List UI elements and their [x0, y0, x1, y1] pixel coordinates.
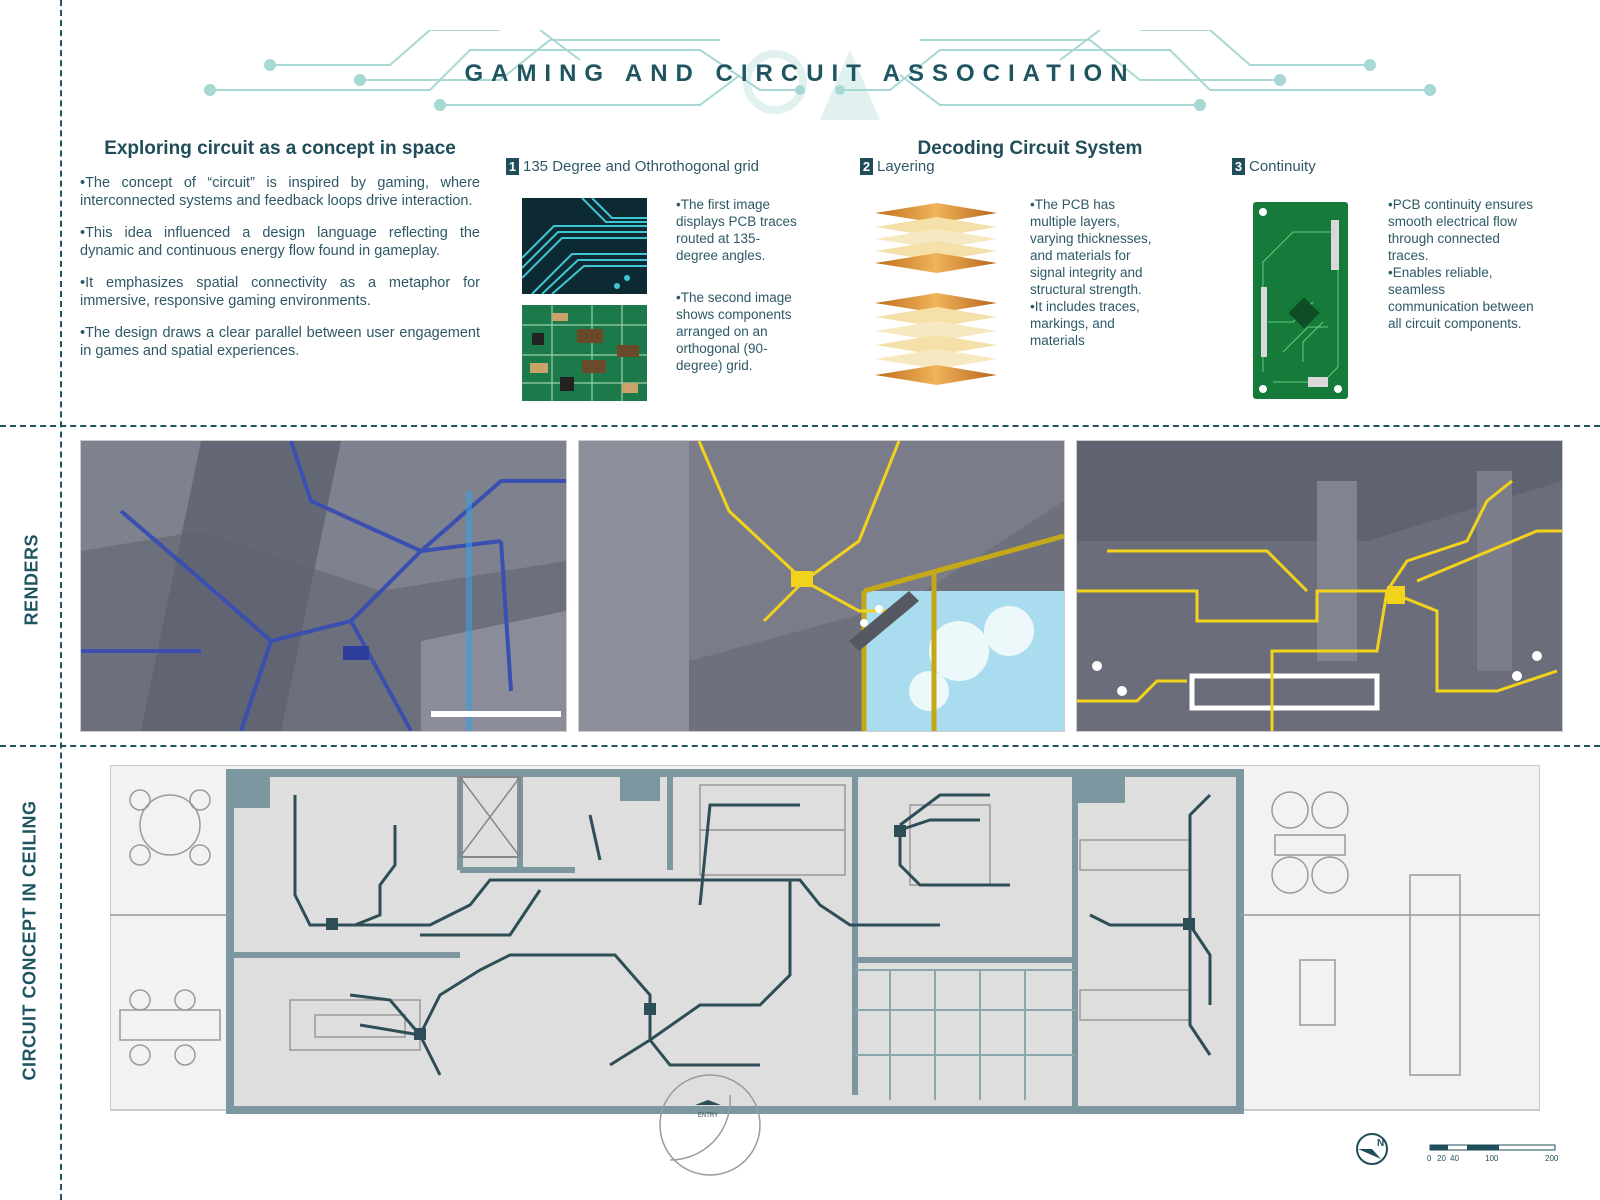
section-1-note-2: •The second image shows components arran…: [676, 290, 792, 373]
render-blue-circuit: [80, 440, 567, 732]
frame-vertical-divider: [60, 0, 62, 1200]
section-3-number: 3: [1232, 158, 1245, 175]
section-1-title: 135 Degree and Othrothogonal grid: [523, 158, 760, 175]
ceiling-floor-plan: ENTRY: [110, 765, 1540, 1176]
concept-bullet-1: •The concept of “circuit” is inspired by…: [80, 175, 480, 209]
decoding-heading: Decoding Circuit System: [917, 138, 1143, 159]
concept-column: Exploring circuit as a concept in space …: [80, 138, 480, 374]
entry-label: ENTRY: [698, 1113, 718, 1119]
concept-bullet-4: •The design draws a clear parallel betwe…: [80, 325, 480, 359]
pcb-components-90-image: [522, 305, 647, 401]
concept-bullet-2: •This idea influenced a design language …: [80, 225, 480, 259]
section-3-note-2: •Enables reliable, seamless communicatio…: [1388, 265, 1534, 331]
section-2-title: Layering: [877, 158, 935, 175]
section-3-title: Continuity: [1249, 158, 1316, 175]
section-2-note-1: •The PCB has multiple layers, varying th…: [1030, 197, 1152, 297]
section-1-number: 1: [506, 158, 519, 175]
scale-label-100: 100: [1485, 1154, 1499, 1163]
render-yellow-circuit-window: [578, 440, 1065, 732]
ceiling-label: CIRCUIT CONCEPT IN CEILING: [19, 800, 40, 1081]
concept-bullet-3: •It emphasizes spatial connectivity as a…: [80, 275, 480, 309]
section-1-notes: •The first image displays PCB traces rou…: [676, 196, 801, 382]
frame-divider-top: [0, 425, 1600, 427]
section-2-number: 2: [860, 158, 873, 175]
scale-label-20: 20: [1437, 1154, 1446, 1163]
north-label: N: [1377, 1138, 1384, 1149]
page-title: GAMING AND CIRCUIT ASSOCIATION: [464, 60, 1136, 87]
section-2-notes: •The PCB has multiple layers, varying th…: [1030, 196, 1155, 349]
scale-label-200: 200: [1545, 1154, 1559, 1163]
pcb-layers-image: [875, 203, 997, 385]
renders-label: RENDERS: [21, 533, 42, 626]
concept-heading: Exploring circuit as a concept in space: [104, 138, 456, 159]
scale-bar: 0 20 40 100 200: [1427, 1144, 1559, 1163]
section-2-note-2: •It includes traces, markings, and mater…: [1030, 299, 1140, 348]
scale-label-0: 0: [1427, 1154, 1432, 1163]
pcb-traces-135-image: [522, 198, 647, 294]
header-circuit-ornament: [204, 30, 1436, 120]
section-3-note-1: •PCB continuity ensures smooth electrica…: [1388, 197, 1534, 263]
north-arrow-icon: N: [1356, 1133, 1388, 1165]
section-1-note-1: •The first image displays PCB traces rou…: [676, 197, 797, 263]
section-3-notes: •PCB continuity ensures smooth electrica…: [1388, 196, 1538, 332]
render-yellow-circuit-ceiling: [1076, 440, 1563, 732]
pcb-board-image: [1253, 202, 1348, 399]
scale-label-40: 40: [1450, 1154, 1459, 1163]
frame-divider-bottom: [0, 745, 1600, 747]
